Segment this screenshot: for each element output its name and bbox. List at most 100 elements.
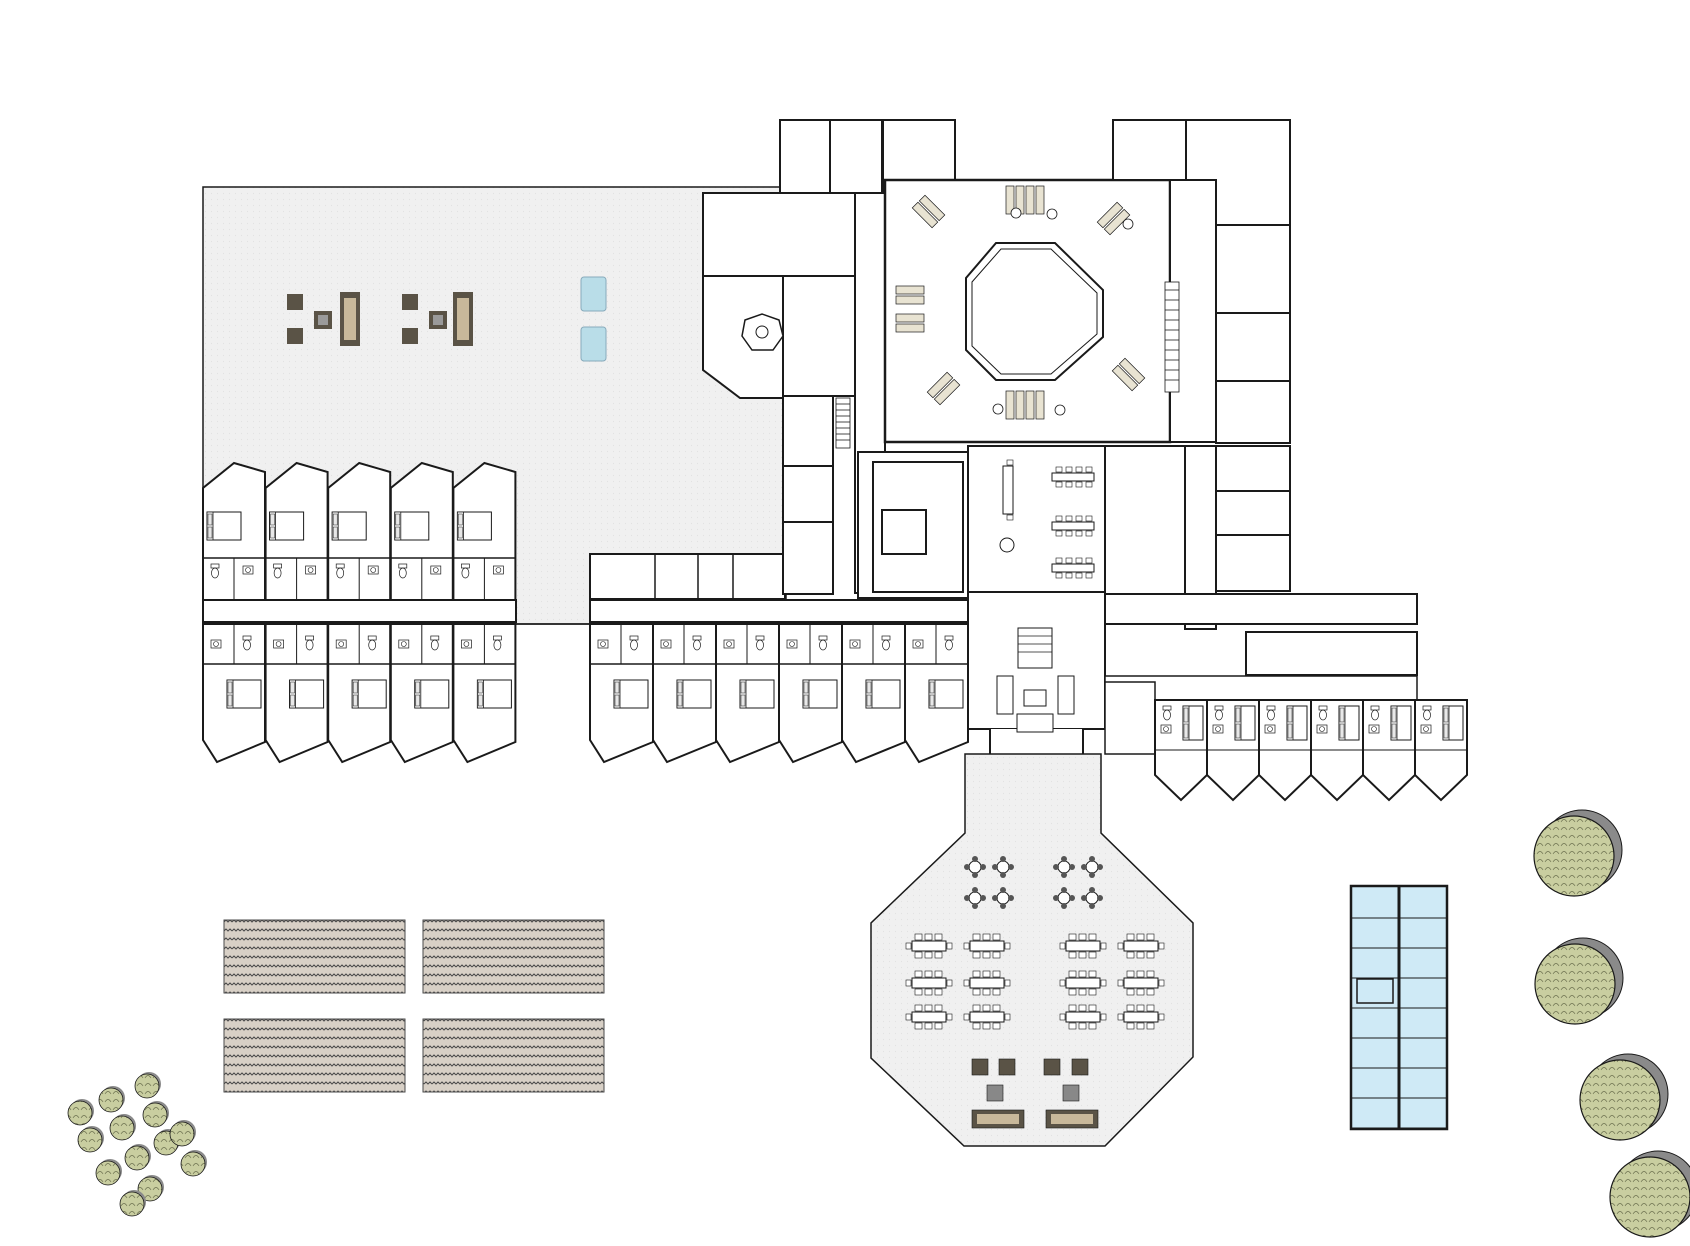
chair-icon [1158,942,1165,950]
chair-icon [972,951,981,959]
chair-icon [1100,942,1107,950]
patio-lounge-set-2 [402,292,473,346]
west-wing [202,461,517,764]
table-icon [1117,1004,1165,1030]
guest-room [1414,699,1468,802]
chair-icon [934,988,943,996]
table-icon [1059,933,1107,959]
chair-icon [1065,572,1073,579]
shrub-icon [67,1099,94,1126]
toilet-icon [242,635,252,651]
guest-room [452,623,517,764]
lounger-icon [1096,201,1131,236]
toilet-icon [881,635,891,651]
toilet-icon [1370,705,1380,721]
chair-icon [1004,979,1011,987]
table-icon [905,933,953,959]
chair-icon [1068,951,1077,959]
lobby [967,591,1106,756]
toilet-icon [493,635,502,651]
round-table-icon [992,856,1014,878]
chair-icon [1006,459,1014,466]
chair-icon [1136,1022,1145,1030]
chair-icon [914,1022,923,1030]
chair-icon [982,1022,991,1030]
chair-icon [963,1013,970,1021]
round-table-icon [964,856,986,878]
bed-icon [456,511,492,541]
armchair-icon [998,1058,1016,1076]
chair-icon [1146,933,1155,941]
chair-icon [1078,970,1087,978]
bed-icon [1286,705,1308,741]
chair-icon [992,988,1001,996]
guest-room [715,623,780,764]
chair-icon [1117,942,1124,950]
chair-icon [1088,988,1097,996]
shrub-icon [109,1114,136,1141]
chair-icon [992,951,1001,959]
chair-icon [934,1022,943,1030]
sofa-icon [971,1109,1025,1129]
chair-icon [1146,1004,1155,1012]
chair-icon [1068,1022,1077,1030]
lounger-icon [911,194,946,229]
round-table-icon [992,887,1014,909]
sink-icon [660,639,672,649]
chair-icon [1085,530,1093,537]
chair-icon [1136,970,1145,978]
bed-icon [1234,705,1256,741]
chair-icon [905,1013,912,1021]
chair-icon [982,988,991,996]
chair-icon [1126,970,1135,978]
table-icon [1051,466,1095,488]
guest-room [652,623,717,764]
chair-icon [1004,1013,1011,1021]
chair-icon [992,970,1001,978]
guest-room [202,461,266,601]
bed-icon [476,679,512,709]
table-icon [992,403,1004,415]
bed-icon [269,511,305,541]
bed-icon [1338,705,1360,741]
tree-icon [1533,809,1623,897]
lounger-icon [895,285,925,305]
chair-icon [1100,979,1107,987]
landscape-trees [1533,809,1690,1238]
chair-icon [1068,988,1077,996]
chair-icon [1117,1013,1124,1021]
chair-icon [1085,572,1093,579]
shrub-icon [169,1120,196,1147]
chair-icon [1136,988,1145,996]
octagon-terrace [870,753,1194,1147]
table-icon [905,970,953,996]
bed-icon [289,679,325,709]
guest-room [778,623,843,764]
guest-room [1310,699,1364,802]
sink-icon [335,639,347,649]
chair-icon [1078,1004,1087,1012]
bed-icon [331,511,367,541]
guest-room [1362,699,1416,802]
sink-icon [912,639,924,649]
table-icon [986,1084,1004,1102]
chair-icon [914,970,923,978]
toilet-icon [273,563,282,579]
chair-icon [1126,933,1135,941]
guest-room [327,461,392,601]
pool-icon [1349,884,1449,1131]
toilet-icon [692,635,702,651]
tree-icon [1609,1150,1690,1238]
chair-icon [1088,970,1097,978]
chair-icon [1126,951,1135,959]
east-stair-icon [1164,281,1180,393]
sink-icon [273,639,284,649]
chair-icon [972,933,981,941]
chair-icon [924,1022,933,1030]
chair-icon [1065,557,1073,564]
table-icon [1002,459,1014,521]
landscape-shrubs [67,1072,207,1217]
lounger-icon [1025,185,1045,215]
table-icon [963,933,1011,959]
